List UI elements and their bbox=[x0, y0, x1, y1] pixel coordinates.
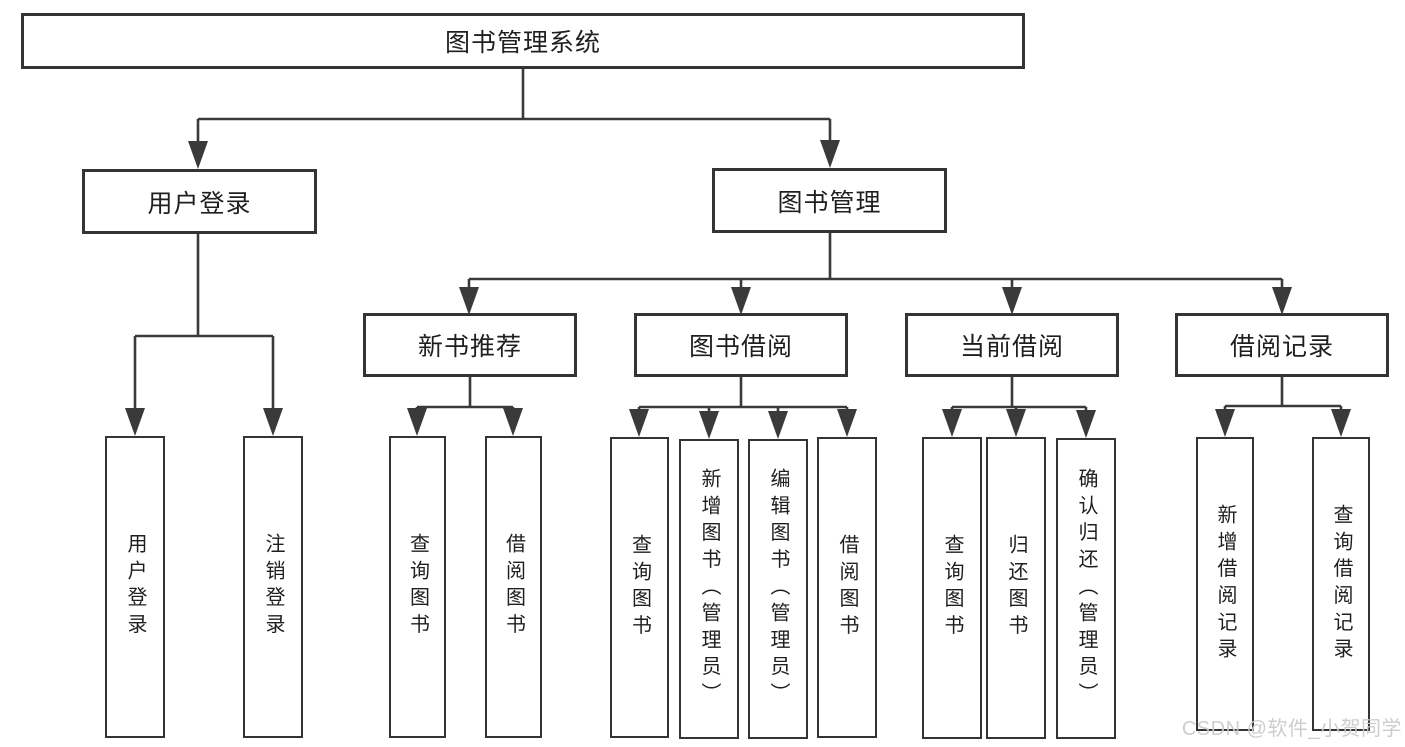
arrowheads bbox=[125, 140, 1351, 439]
node-label: 新增借阅记录 bbox=[1214, 503, 1236, 665]
node-label: 图书借阅 bbox=[688, 333, 793, 361]
node-label: 当前借阅 bbox=[959, 333, 1064, 361]
leaf-edit-book-admin: 编辑图书（管理员） bbox=[748, 439, 808, 739]
leaf-add-book-admin: 新增图书（管理员） bbox=[679, 439, 739, 739]
node-label: 归还图书 bbox=[1005, 534, 1027, 642]
node-book-borrowing: 图书借阅 bbox=[634, 313, 848, 377]
node-label: 编辑图书（管理员） bbox=[767, 468, 789, 710]
node-label: 查询图书 bbox=[941, 534, 963, 642]
node-label: 图书管理 bbox=[777, 188, 882, 217]
node-new-book-recommendation: 新书推荐 bbox=[363, 313, 577, 377]
node-label: 借阅图书 bbox=[502, 533, 525, 641]
node-label: 借阅图书 bbox=[836, 533, 858, 642]
node-label: 用户登录 bbox=[147, 189, 252, 218]
node-borrowing-records: 借阅记录 bbox=[1175, 313, 1389, 377]
leaf-borrow-books-borrow: 借阅图书 bbox=[817, 437, 877, 738]
leaf-query-borrow-record: 查询借阅记录 bbox=[1312, 437, 1370, 731]
leaf-logout: 注销登录 bbox=[243, 436, 303, 738]
node-label: 新书推荐 bbox=[417, 333, 522, 361]
node-label: 查询图书 bbox=[628, 533, 651, 642]
node-user-login: 用户登录 bbox=[82, 169, 317, 234]
node-label: 注销登录 bbox=[262, 533, 284, 641]
node-label: 新增图书（管理员） bbox=[698, 468, 720, 710]
leaf-user-login: 用户登录 bbox=[105, 436, 165, 738]
node-label: 借阅记录 bbox=[1229, 333, 1334, 361]
node-book-management: 图书管理 bbox=[712, 168, 947, 233]
node-library-management-system: 图书管理系统 bbox=[21, 13, 1025, 69]
leaf-confirm-return-admin: 确认归还（管理员） bbox=[1056, 438, 1116, 739]
node-label: 确认归还（管理员） bbox=[1075, 467, 1097, 710]
node-label: 用户登录 bbox=[124, 533, 146, 641]
node-label: 查询借阅记录 bbox=[1330, 503, 1352, 665]
leaf-return-book: 归还图书 bbox=[986, 437, 1046, 739]
leaf-query-books-rec: 查询图书 bbox=[389, 436, 446, 738]
leaf-query-books-current: 查询图书 bbox=[922, 437, 982, 739]
leaf-add-borrow-record: 新增借阅记录 bbox=[1196, 437, 1254, 731]
leaf-borrow-books-rec: 借阅图书 bbox=[485, 436, 542, 738]
node-current-borrowing: 当前借阅 bbox=[905, 313, 1119, 377]
node-label: 图书管理系统 bbox=[444, 29, 601, 57]
node-label: 查询图书 bbox=[406, 533, 429, 641]
csdn-watermark: CSDN @软件_小贺同学 bbox=[1181, 718, 1402, 740]
leaf-query-books-borrow: 查询图书 bbox=[610, 437, 669, 738]
